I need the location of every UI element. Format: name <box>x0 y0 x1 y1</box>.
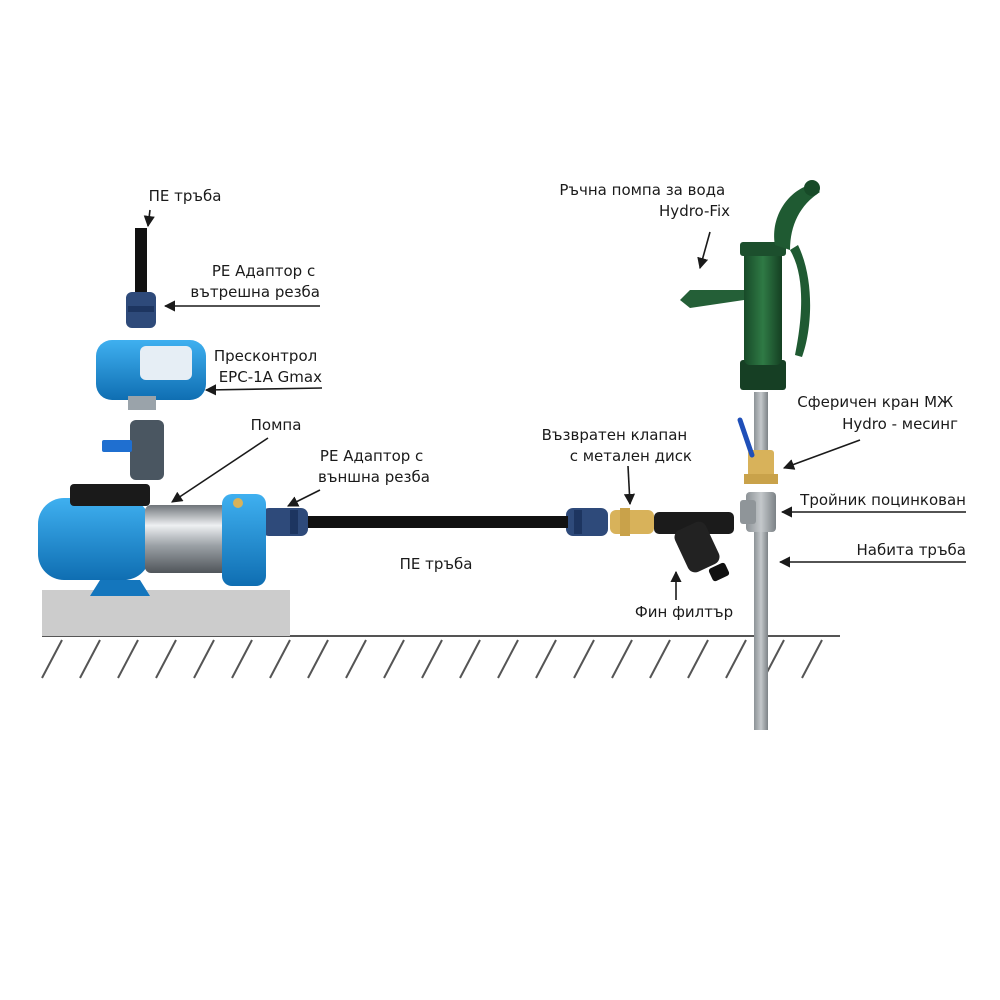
ground-hatch-mark <box>687 639 709 679</box>
ground-hatch-mark <box>421 639 443 679</box>
ground-hatch-mark <box>383 639 405 679</box>
ground-hatch-mark <box>725 639 747 679</box>
pe-adapter-inner <box>126 292 156 328</box>
label-pe-adapter-outer: PE Адаптор с външна резба <box>318 447 430 486</box>
ground-hatch-mark <box>611 639 633 679</box>
ground-hatch-mark <box>307 639 329 679</box>
pe-adapter-right <box>566 508 608 536</box>
ground-hatch-mark <box>345 639 367 679</box>
label-tee: Тройник поцинкован <box>799 491 966 509</box>
pump <box>38 484 266 596</box>
ground-hatch-mark <box>801 639 823 679</box>
label-pe-pipe-top: ПЕ тръба <box>149 187 222 205</box>
check-valve <box>610 508 654 536</box>
ground-hatch-mark <box>459 639 481 679</box>
pe-adapter-outer <box>262 508 308 536</box>
ground-hatch-mark <box>79 639 101 679</box>
driven-pipe <box>754 530 768 730</box>
label-press-control: Пресконтрол EPC-1A Gmax <box>214 347 322 386</box>
pe-pipe-vertical <box>135 228 147 298</box>
ground-hatch-mark <box>649 639 671 679</box>
ground-hatch-mark <box>155 639 177 679</box>
fine-filter <box>654 512 734 582</box>
callout-arrows <box>143 209 966 600</box>
ball-valve <box>737 417 778 484</box>
ground-hatch-mark <box>535 639 557 679</box>
vertical-pipe-upper <box>754 392 768 452</box>
ground-hatch-mark <box>573 639 595 679</box>
ground-hatch-mark <box>269 639 291 679</box>
label-ball-valve: Сферичен кран МЖ Hydro - месинг <box>797 393 958 433</box>
press-control <box>96 340 206 410</box>
pe-pipe-horizontal <box>306 516 568 528</box>
hand-pump <box>680 180 820 390</box>
ground-hatch-mark <box>193 639 215 679</box>
ground-hatch-mark <box>41 639 63 679</box>
label-pe-adapter-inner: PE Адаптор с вътрешна резба <box>190 262 320 301</box>
ground-hatch-mark <box>497 639 519 679</box>
label-fine-filter: Фин филтър <box>635 603 733 621</box>
label-check-valve: Възвратен клапан с метален диск <box>542 426 692 465</box>
label-hand-pump: Ръчна помпа за вода Hydro-Fix <box>559 181 730 220</box>
ground-hatch-mark <box>117 639 139 679</box>
labels: ПЕ тръба PE Адаптор с вътрешна резба Пре… <box>149 181 966 621</box>
ground <box>41 635 840 679</box>
label-driven-pipe: Набита тръба <box>857 541 966 559</box>
pump-base <box>42 590 290 636</box>
pipe-ball-valve <box>102 420 164 480</box>
galvanized-tee <box>740 492 776 532</box>
label-pe-pipe-middle: ПЕ тръба <box>400 555 473 573</box>
label-pump: Помпа <box>251 416 302 434</box>
ground-hatch-mark <box>231 639 253 679</box>
